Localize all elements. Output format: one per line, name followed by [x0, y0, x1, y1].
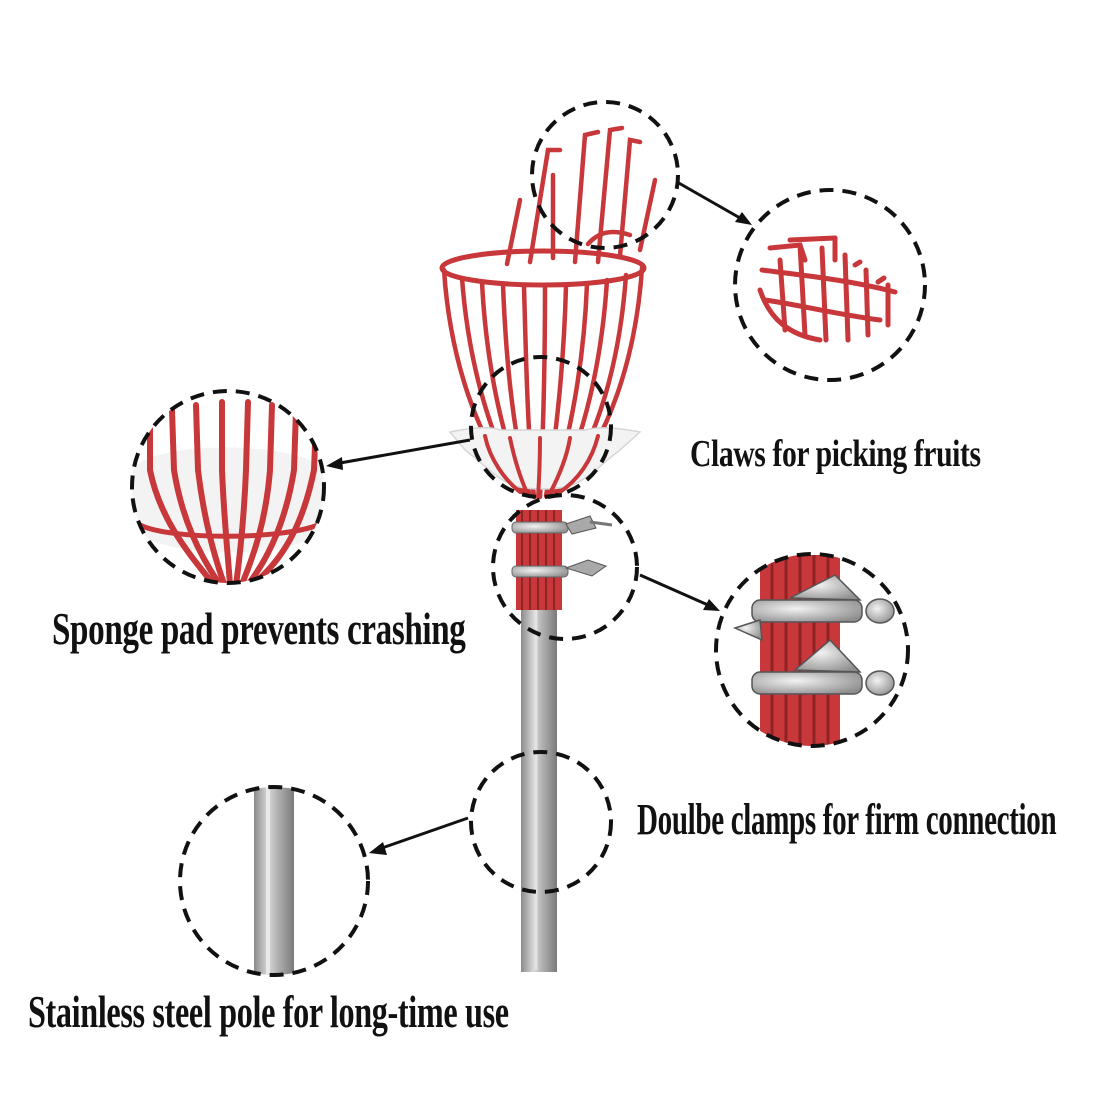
clamps-callout	[491, 493, 910, 748]
pole-clamps	[511, 510, 613, 610]
sponge-source-circle	[469, 355, 613, 499]
claws-callout	[530, 100, 927, 382]
pole-connector-arrow	[381, 816, 469, 850]
clamps-connector-arrow	[639, 573, 709, 607]
pole-caption: Stainless steel pole for long-time use	[28, 986, 509, 1037]
claws-caption: Claws for picking fruits	[690, 433, 981, 475]
sponge-callout	[130, 355, 613, 585]
sponge-connector-arrow	[339, 438, 471, 465]
sponge-caption: Sponge pad prevents crashing	[52, 603, 466, 654]
clamps-caption: Doulbe clamps for firm connection	[637, 795, 1057, 844]
claws-source-circle	[530, 100, 680, 250]
pole-callout	[178, 750, 613, 977]
pole-zoom-view	[178, 785, 370, 977]
claws-connector-arrow	[676, 180, 741, 220]
pole-source-circle	[469, 750, 613, 894]
sponge-zoom-view	[130, 389, 326, 585]
clamps-source-circle	[491, 493, 639, 641]
main-product	[439, 125, 658, 972]
claws-zoom-view	[733, 188, 927, 382]
clamps-zoom-view	[714, 552, 910, 748]
